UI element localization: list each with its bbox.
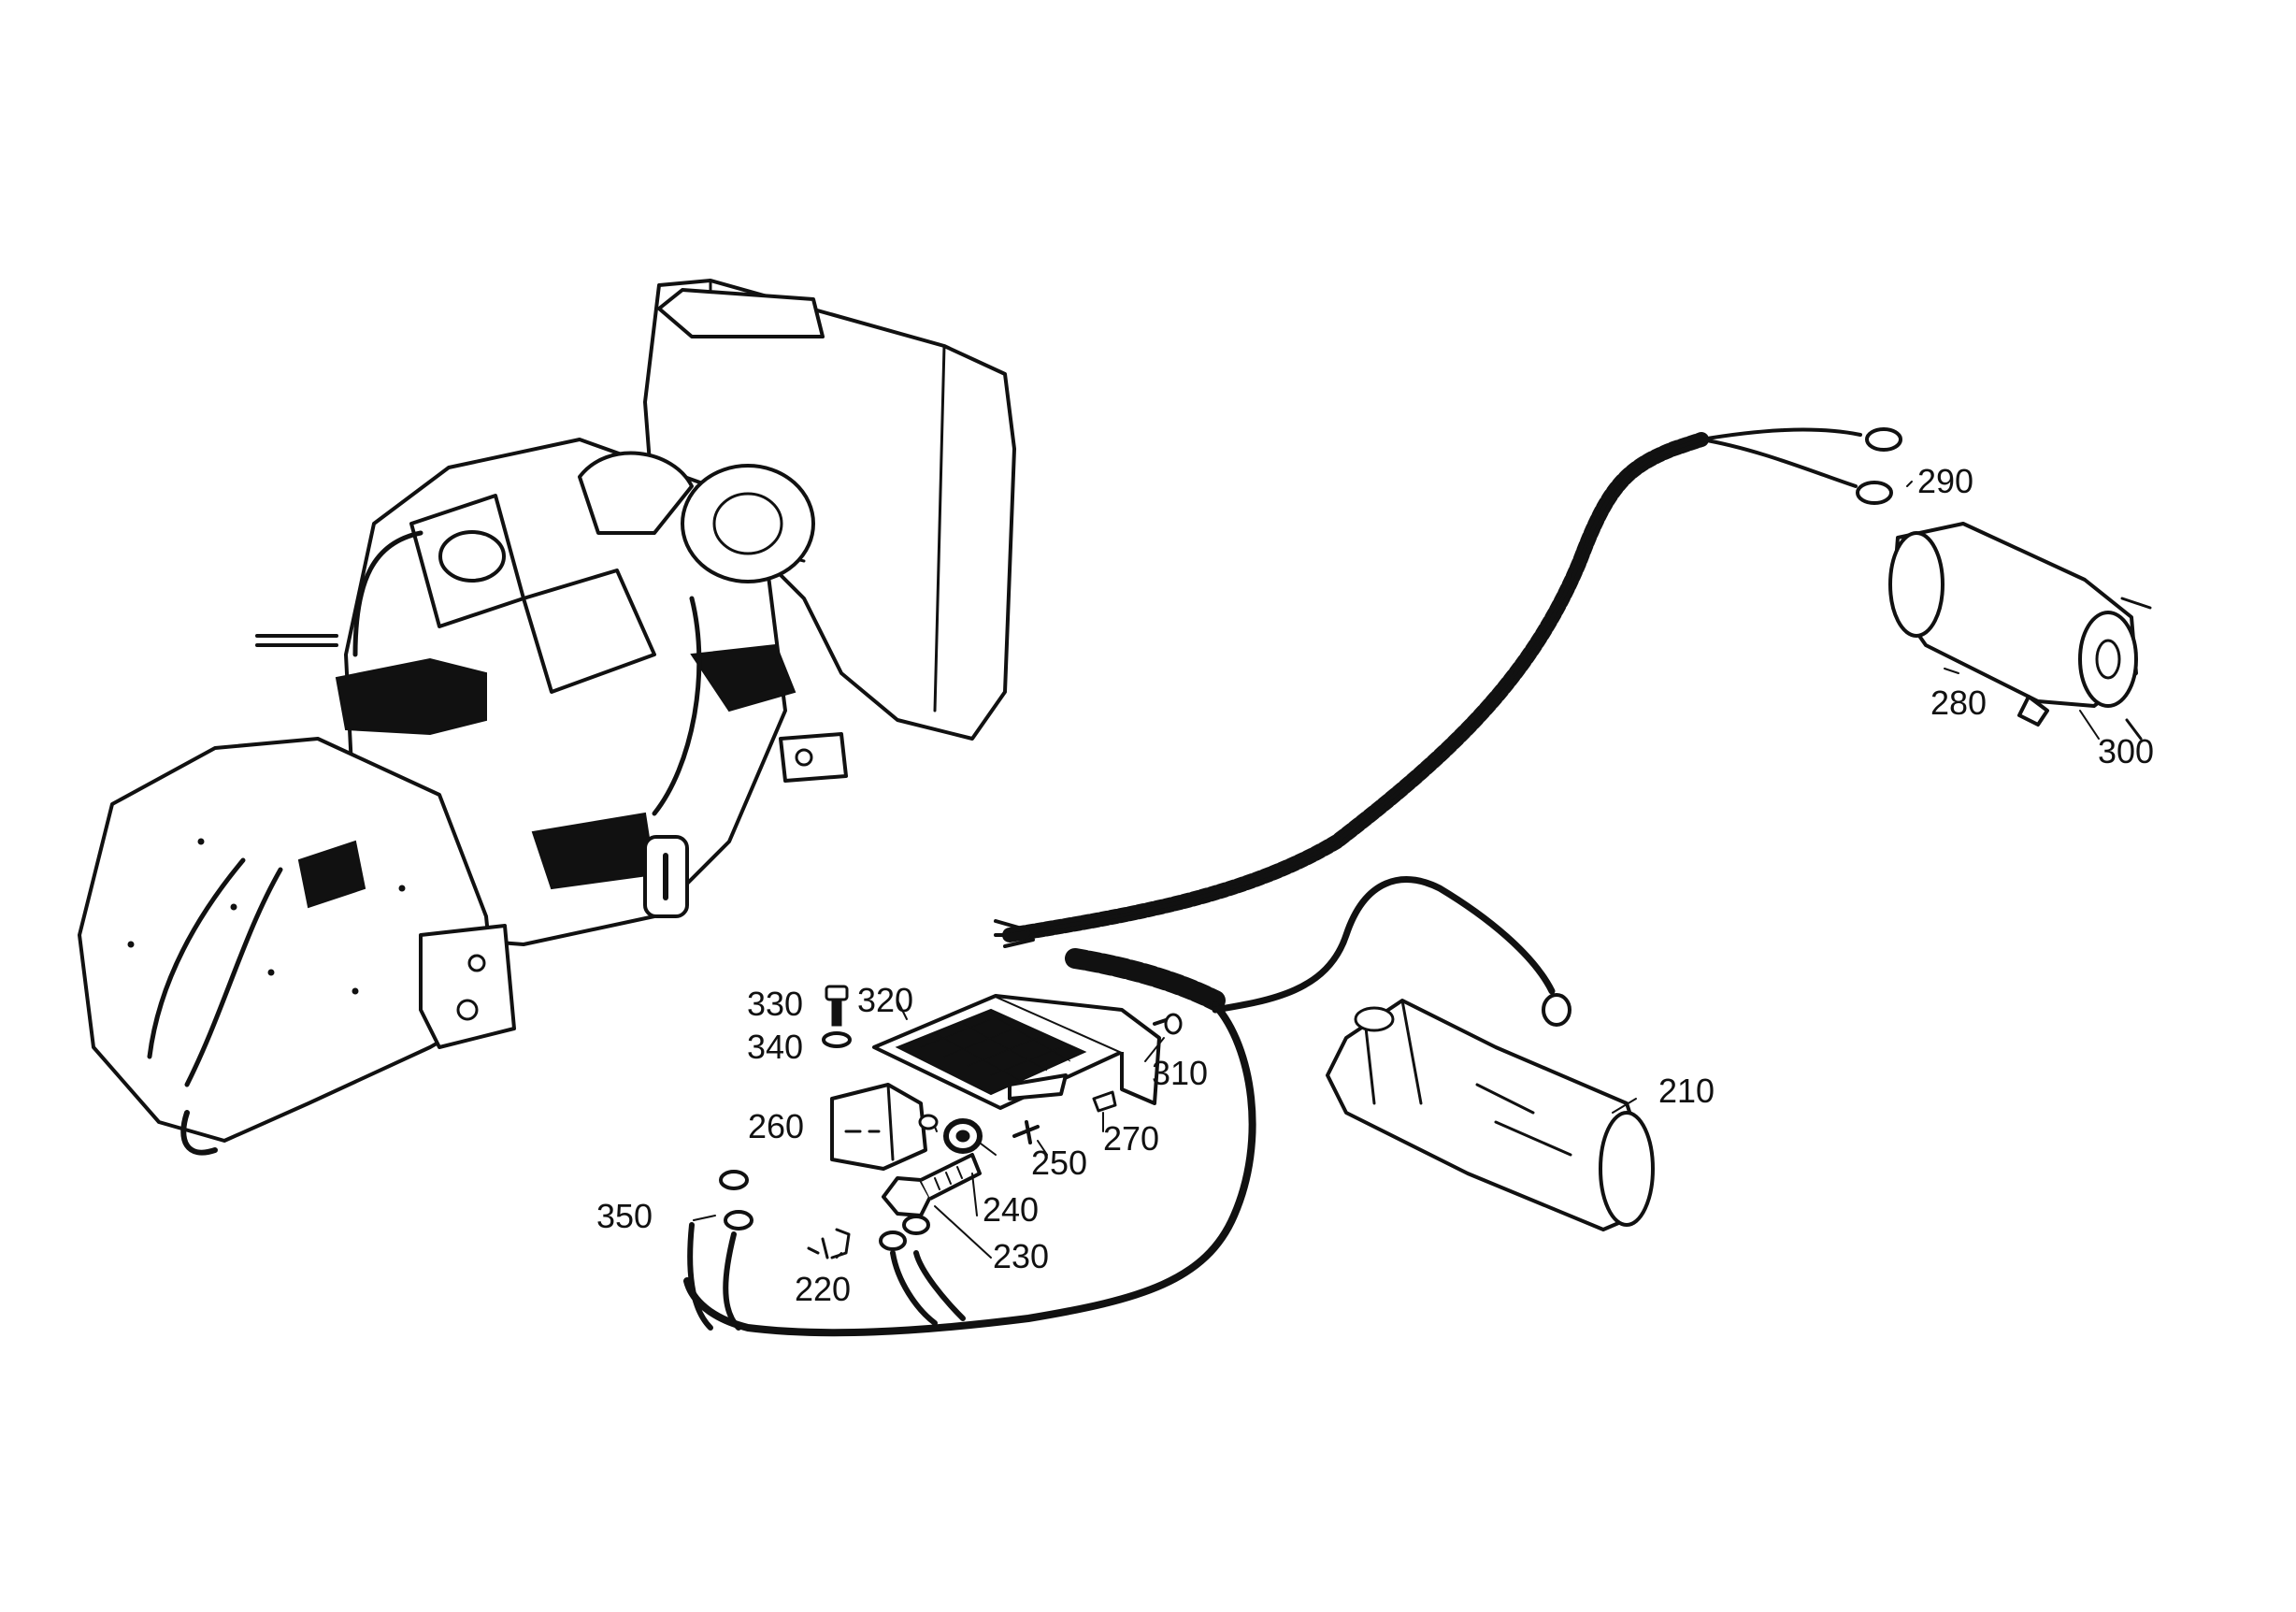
engine-assembly — [78, 279, 1016, 1156]
bolt-230 — [882, 1153, 982, 1217]
callout-300: 300 — [2098, 732, 2154, 770]
callout-labels: 210 220 230 240 250 260 270 280 290 300 … — [596, 462, 2154, 1308]
callout-250: 250 — [1031, 1144, 1087, 1182]
callout-260: 260 — [748, 1107, 804, 1145]
callout-240: 240 — [983, 1190, 1039, 1229]
washer-340 — [822, 1031, 852, 1048]
washer-240 — [943, 1118, 983, 1154]
alternator-280 — [1888, 522, 2152, 741]
bolt-330 — [825, 985, 849, 1027]
callout-210: 210 — [1658, 1072, 1715, 1110]
lower-harness-loom — [683, 876, 1571, 1337]
callout-320: 320 — [857, 981, 913, 1019]
callout-270: 270 — [1103, 1119, 1159, 1158]
callout-220: 220 — [795, 1270, 851, 1308]
callout-230: 230 — [993, 1237, 1049, 1275]
relay-260 — [830, 1083, 939, 1171]
callout-350: 350 — [596, 1197, 653, 1235]
callout-340: 340 — [747, 1028, 803, 1066]
callout-310: 310 — [1152, 1054, 1208, 1092]
terminal-250 — [1012, 1120, 1040, 1144]
resistor-plate — [872, 994, 1183, 1110]
bracket-220 — [807, 1228, 851, 1259]
starter-motor-210 — [1326, 999, 1655, 1231]
callout-280: 280 — [1930, 684, 1987, 722]
callout-330: 330 — [747, 985, 803, 1023]
clip-270 — [1092, 1090, 1117, 1113]
leader-lines — [693, 481, 2100, 1259]
main-wiring-harness — [994, 427, 1902, 948]
callout-290: 290 — [1917, 462, 1973, 500]
